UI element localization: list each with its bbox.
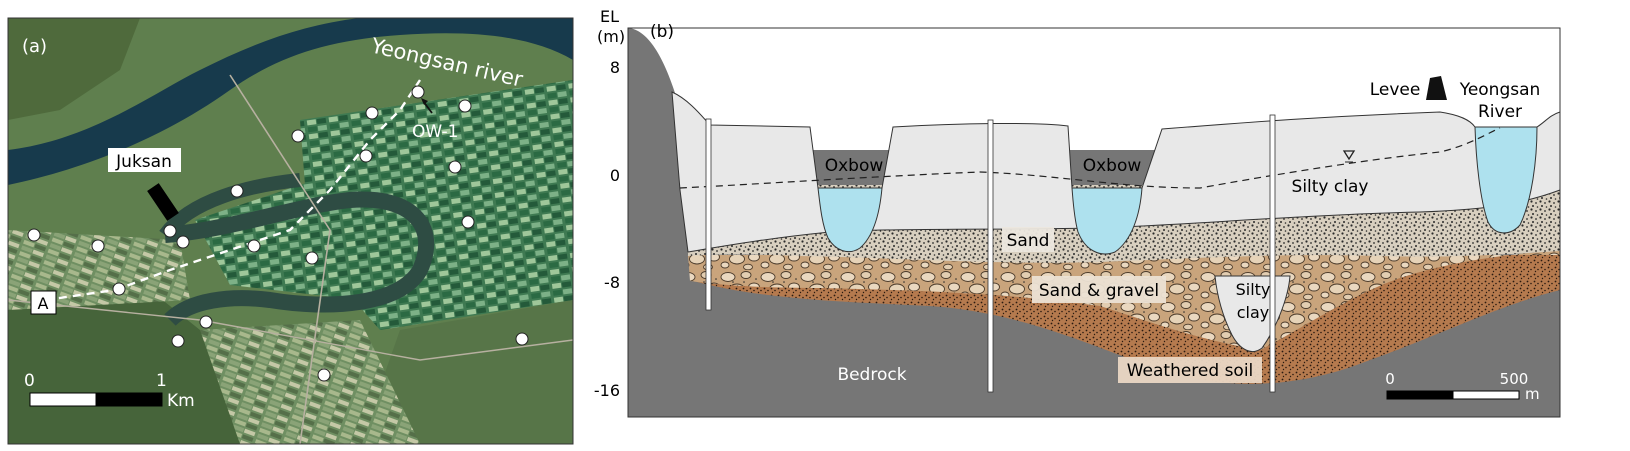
well-marker [291,129,305,143]
well-marker [112,282,126,296]
section-scale-bar: 0 500 m [1385,370,1539,403]
scale-segment [95,392,163,407]
bedrock-label: Bedrock [837,365,906,385]
scale-end: 500 [1500,370,1529,388]
arrow-icon [421,98,428,105]
well-marker [359,149,373,163]
panel-b-label: (b) [650,22,674,42]
paddy-fields [8,230,190,310]
well-marker [411,85,425,99]
well-marker [171,334,185,348]
river-channel-water [1474,126,1538,234]
oxbow-label: Oxbow [1083,156,1142,176]
y-tick-label: -8 [604,273,620,292]
well-casing [705,118,712,311]
map-panel: (a) Yeongsan river Juksan OW-1 A 0 1 Km [7,17,574,445]
well-casing [987,119,994,393]
levee-marker [1426,76,1447,100]
hill-area [8,18,140,120]
road [8,299,573,361]
weathered-soil-label: Weathered soil [1127,361,1254,381]
section-label-box [30,290,57,315]
road [229,74,331,444]
y-axis-ticks: 8 0 -8 -16 [594,58,636,400]
sand-label: Sand [1007,231,1050,251]
section-label: A [38,294,49,313]
well-marker [458,99,472,113]
well-ow1-label: OW-1 [412,122,458,142]
well-markers [27,85,529,382]
well-marker [305,251,319,265]
scale-start: 0 [24,371,35,391]
river-label: River [1478,102,1522,122]
silty-clay-label: Silty clay [1292,177,1369,197]
well-marker [176,235,190,249]
section-line [44,79,421,302]
label-backdrop [1118,357,1262,383]
silty-clay-lens-label: clay [1237,303,1270,322]
juksan-marker [147,183,179,221]
water-table-icon [1342,150,1356,161]
cross-section-panel: EL (m) 8 0 -8 -16 [594,7,1561,418]
label-backdrop [1032,276,1166,303]
levee-label: Levee [1370,80,1421,100]
oxbow-water [1071,187,1143,255]
yeongsan-river [8,18,573,185]
well-marker [448,160,462,174]
scale-mid: 1 [156,371,167,391]
juksan-label-box [108,148,181,172]
scale-segment [1452,390,1520,400]
juksan-label: Juksan [115,152,172,172]
section-frame [627,27,1561,418]
well-marker [365,106,379,120]
silty-clay-lens-label: Silty [1236,280,1271,299]
y-tick-label: 8 [610,58,620,77]
well-marker [27,228,41,242]
y-tick-label: -16 [594,381,620,400]
silty-clay-layer [671,91,1561,253]
scale-unit: Km [167,391,195,411]
water-table-line [679,127,1501,189]
scale-segment [1386,390,1454,400]
panel-a-label: (a) [22,36,47,57]
paddy-fields [200,320,420,444]
well-marker [247,239,261,253]
y-tick-label: 0 [610,166,620,185]
well-marker [461,215,475,229]
well-marker [230,184,244,198]
oxbow-loop [164,191,435,327]
sand-gravel-label: Sand & gravel [1039,281,1159,301]
well-marker [199,315,213,329]
oxbow-label: Oxbow [825,156,884,176]
well-marker [91,239,105,253]
map-scale-bar: 0 1 Km [24,371,195,411]
y-axis-title: (m) [597,27,625,46]
map-frame [7,17,574,445]
river-label: Yeongsan [1459,80,1541,100]
scale-segment [29,392,97,407]
scale-unit: m [1525,385,1540,403]
well-marker [317,368,331,382]
oxbow-loop [159,173,301,240]
well-marker [163,224,177,238]
well-marker [515,332,529,346]
scale-start: 0 [1385,370,1395,388]
oxbow-water [817,187,883,253]
label-backdrop [1002,227,1054,252]
y-axis-title: EL [600,7,619,26]
well-casing [1269,114,1276,393]
